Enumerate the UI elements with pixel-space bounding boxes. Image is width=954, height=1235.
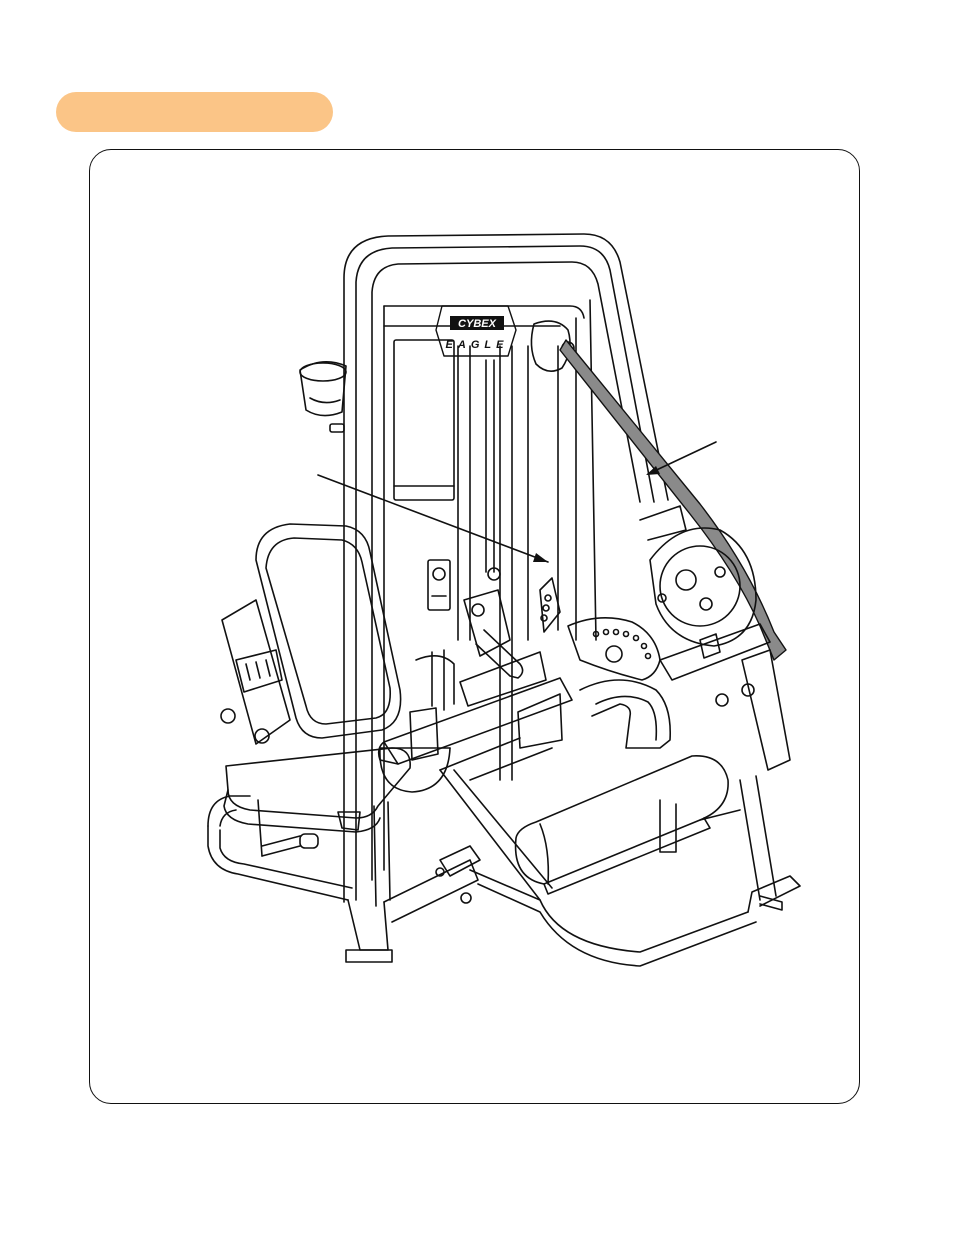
thigh-roller <box>379 747 451 793</box>
front-frame <box>373 737 777 907</box>
logo-bottom-text: EAGLE <box>446 339 509 351</box>
shin-pad <box>514 755 729 895</box>
lever-arm <box>377 651 573 765</box>
weight-stack <box>393 339 559 781</box>
lever-pivot <box>463 567 524 679</box>
right-adjustment-arm <box>659 623 791 771</box>
upright-frame <box>343 233 669 903</box>
cybex-eagle-logo-plate: CYBEX EAGLE <box>435 305 517 357</box>
drive-belt <box>559 339 787 661</box>
figure-frame <box>89 149 860 1104</box>
base-frame <box>207 795 801 967</box>
back-pad <box>255 523 402 739</box>
instruction-placard <box>427 559 451 611</box>
seat-back-adjuster <box>220 599 291 745</box>
range-of-motion-dial <box>539 577 661 681</box>
cam-assembly <box>639 505 757 647</box>
weight-stack-arrow-callout <box>317 474 549 563</box>
bottle-holder <box>299 361 347 433</box>
belt-guard-arrow-callout <box>646 441 717 475</box>
shin-pad-arm <box>579 679 672 749</box>
seat <box>223 747 411 833</box>
seat-handle <box>257 799 319 857</box>
section-tab <box>56 92 333 132</box>
seat-side-handle <box>415 649 455 711</box>
logo-top-text: CYBEX <box>458 318 497 330</box>
